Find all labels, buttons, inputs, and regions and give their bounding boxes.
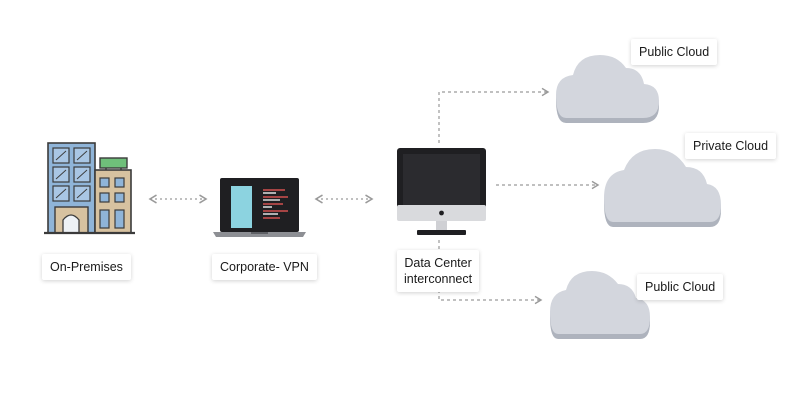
data-center-label: Data Center interconnect [397,250,480,292]
public-cloud-top-label: Public Cloud [631,39,718,65]
cloud-icon [556,55,659,123]
laptop-icon [213,178,306,237]
connector-datacenter-public-cloud-bottom [438,290,543,305]
office-building-icon [44,142,135,235]
data-center-label-line2: interconnect [404,272,473,286]
public-cloud-bottom-label: Public Cloud [637,274,724,300]
cloud-icon [550,271,650,339]
connector-datacenter-public-cloud-top [438,87,550,143]
private-cloud-label: Private Cloud [685,133,777,159]
cloud-icon [604,149,721,227]
data-center-label-line1: Data Center [404,256,472,270]
desktop-monitor-icon [397,148,486,235]
on-premises-label: On-Premises [42,254,131,280]
corporate-vpn-label: Corporate- VPN [212,254,317,280]
